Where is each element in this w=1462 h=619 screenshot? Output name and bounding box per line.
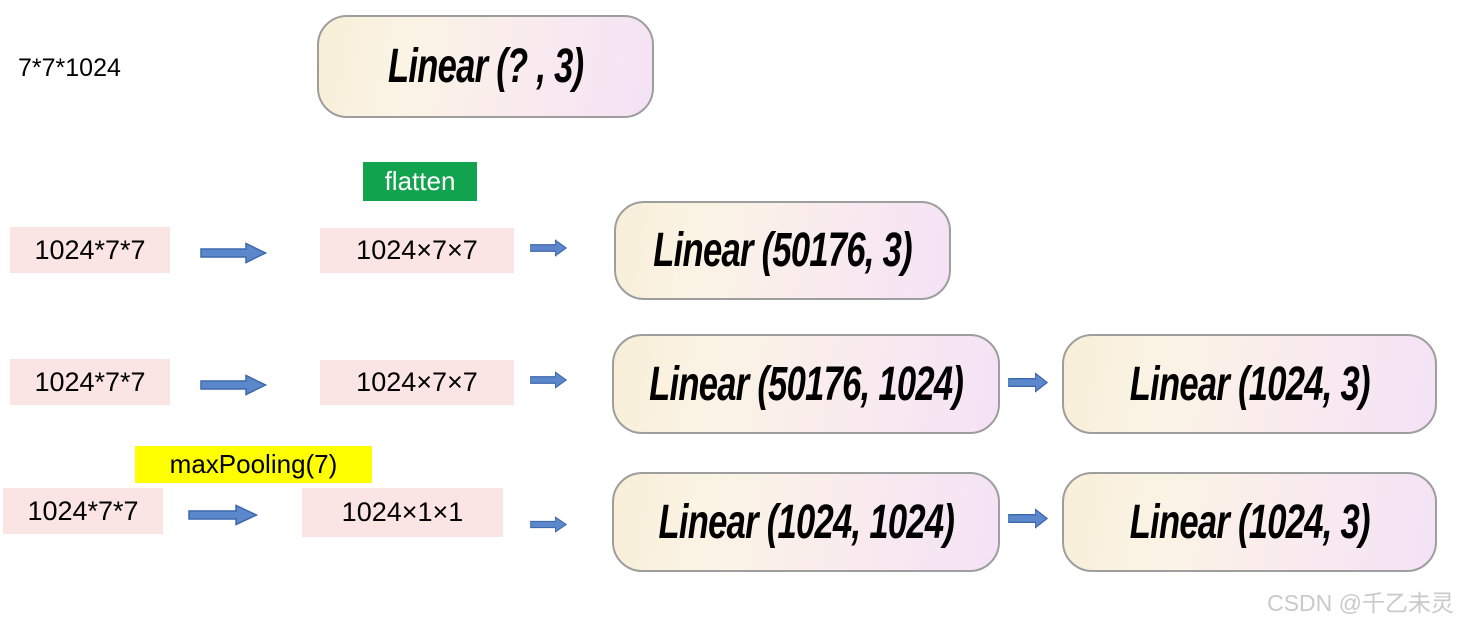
arrow-right-icon xyxy=(188,504,258,526)
linear-layer-label: Linear (50176, 1024) xyxy=(648,357,964,411)
linear-hypothesis-box: Linear (? , 3) xyxy=(317,15,654,118)
linear-layer-label: Linear (50176, 3) xyxy=(653,224,912,277)
flatten-label-text: flatten xyxy=(384,166,456,196)
linear-layer-label: Linear (1024, 3) xyxy=(1129,357,1370,411)
input-shape-annotation: 7*7*1024 xyxy=(18,54,121,82)
watermark: CSDN @千乙未灵 xyxy=(1267,590,1454,616)
linear-layer-label: Linear (1024, 3) xyxy=(1129,495,1370,549)
arrow-right-icon xyxy=(1008,508,1048,529)
input-shape-text: 1024*7*7 xyxy=(34,366,146,397)
flatten-label: flatten xyxy=(363,162,477,201)
input-shape-box: 1024*7*7 xyxy=(3,488,163,534)
arrow-right-icon xyxy=(530,516,567,533)
input-shape-text: 1024*7*7 xyxy=(34,234,146,265)
flattened-shape-text: 1024×7×7 xyxy=(356,235,478,265)
flattened-shape-box: 1024×7×7 xyxy=(320,360,514,405)
linear-layer-box: Linear (50176, 1024) xyxy=(612,334,1000,434)
arrow-right-icon xyxy=(530,371,567,389)
flattened-shape-text: 1024×7×7 xyxy=(356,367,478,397)
flattened-shape-box: 1024×7×7 xyxy=(320,228,514,273)
pooled-shape-box: 1024×1×1 xyxy=(302,488,503,537)
input-shape-text: 1024*7*7 xyxy=(27,495,139,526)
maxpooling-label: maxPooling(7) xyxy=(135,446,372,483)
maxpooling-label-text: maxPooling(7) xyxy=(169,449,338,479)
linear-layer-box: Linear (1024, 3) xyxy=(1062,472,1437,572)
linear-hypothesis-label: Linear (? , 3) xyxy=(387,40,584,93)
linear-layer-box: Linear (1024, 1024) xyxy=(612,472,1000,572)
arrow-right-icon xyxy=(200,374,267,396)
pooled-shape-text: 1024×1×1 xyxy=(341,497,464,527)
arrow-right-icon xyxy=(200,242,267,264)
arrow-right-icon xyxy=(530,239,567,257)
input-shape-box: 1024*7*7 xyxy=(10,227,170,273)
arrow-right-icon xyxy=(1008,372,1048,393)
linear-layer-box: Linear (50176, 3) xyxy=(614,201,951,300)
input-shape-box: 1024*7*7 xyxy=(10,359,170,405)
linear-layer-label: Linear (1024, 1024) xyxy=(658,495,954,549)
linear-layer-box: Linear (1024, 3) xyxy=(1062,334,1437,434)
